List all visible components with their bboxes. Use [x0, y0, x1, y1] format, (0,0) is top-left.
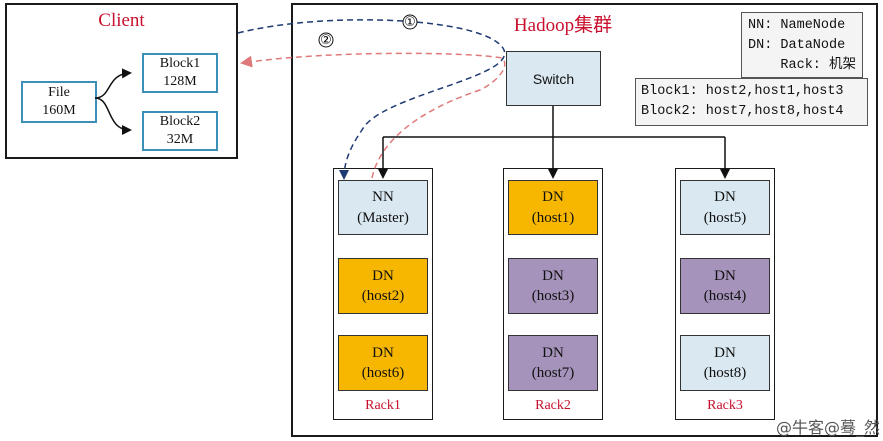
rack3-node-3: DN (host8): [680, 335, 770, 391]
step-2-label: ②: [320, 33, 332, 48]
step-1-label: ①: [404, 15, 416, 30]
file-label: File: [48, 84, 70, 100]
step-2-marker: [318, 32, 334, 48]
rack2-node-2: DN (host3): [508, 258, 598, 314]
rack1-node-1: NN (Master): [338, 180, 428, 235]
node-type: DN: [372, 267, 394, 284]
rack1-label: Rack1: [365, 398, 401, 413]
step-1-marker: [402, 14, 418, 30]
switch-label: Switch: [532, 70, 575, 87]
response-to-client-line: [240, 52, 506, 179]
node-name: (host2): [361, 288, 405, 304]
block1-label: Block1: [159, 55, 201, 71]
rack2-node-1: DN (host1): [508, 180, 598, 235]
node-name: (host4): [703, 288, 747, 304]
block-map-1: Block1: host2,host1,host3: [641, 84, 844, 99]
rack3-label: Rack3: [707, 398, 743, 413]
switch-box: Switch: [506, 51, 601, 106]
node-name: (host8): [703, 365, 747, 381]
legend-rack: Rack: 机架: [780, 58, 856, 73]
watermark: @牛客@蓦_然: [775, 418, 880, 437]
file-size: 160M: [42, 103, 76, 118]
block1-box: Block1 128M: [142, 53, 218, 93]
legend-box: NN: NameNode DN: DataNode Rack: 机架: [741, 12, 863, 78]
file-box: File 160M: [21, 81, 97, 123]
file-to-block2-arrow: [94, 97, 132, 135]
rack-2: DN (host1) DN (host3) DN (host7) Rack2: [503, 168, 603, 420]
rack3-node-1: DN (host5): [680, 180, 770, 235]
client-panel: Client File 160M Block1 128M Block2 32M: [5, 3, 238, 159]
node-name: (host3): [531, 288, 575, 304]
node-type: DN: [542, 189, 564, 206]
rack1-node-2: DN (host2): [338, 258, 428, 314]
legend-nn: NN: NameNode: [748, 18, 846, 33]
node-name: (Master): [357, 209, 409, 226]
block-map-2: Block2: host7,host8,host4: [641, 104, 844, 119]
node-type: DN: [542, 344, 564, 361]
node-name: (host6): [361, 365, 405, 381]
switch-to-racks-line: [383, 106, 725, 138]
file-to-block1-arrow: [94, 68, 132, 99]
node-type: DN: [714, 267, 736, 284]
node-type: DN: [372, 344, 394, 361]
block1-size: 128M: [163, 74, 197, 89]
node-name: (host7): [531, 365, 575, 381]
client-title: Client: [98, 10, 145, 31]
rack-1: NN (Master) DN (host2) DN (host6) Rack1: [333, 168, 433, 420]
node-name: (host5): [703, 209, 747, 226]
rack1-node-3: DN (host6): [338, 335, 428, 391]
legend-dn: DN: DataNode: [748, 38, 846, 53]
node-type: NN: [372, 189, 394, 206]
node-name: (host1): [531, 209, 575, 226]
rack2-node-3: DN (host7): [508, 335, 598, 391]
block2-label: Block2: [159, 113, 201, 129]
request-to-namenode-line: [237, 19, 506, 180]
block2-size: 32M: [166, 132, 194, 147]
node-type: DN: [542, 267, 564, 284]
block-map-box: Block1: host2,host1,host3 Block2: host7,…: [635, 78, 868, 126]
rack3-node-2: DN (host4): [680, 258, 770, 314]
node-type: DN: [714, 189, 736, 206]
cluster-title: Hadoop集群: [513, 15, 613, 36]
rack2-label: Rack2: [535, 398, 571, 413]
block2-box: Block2 32M: [142, 111, 218, 151]
node-type: DN: [714, 344, 736, 361]
